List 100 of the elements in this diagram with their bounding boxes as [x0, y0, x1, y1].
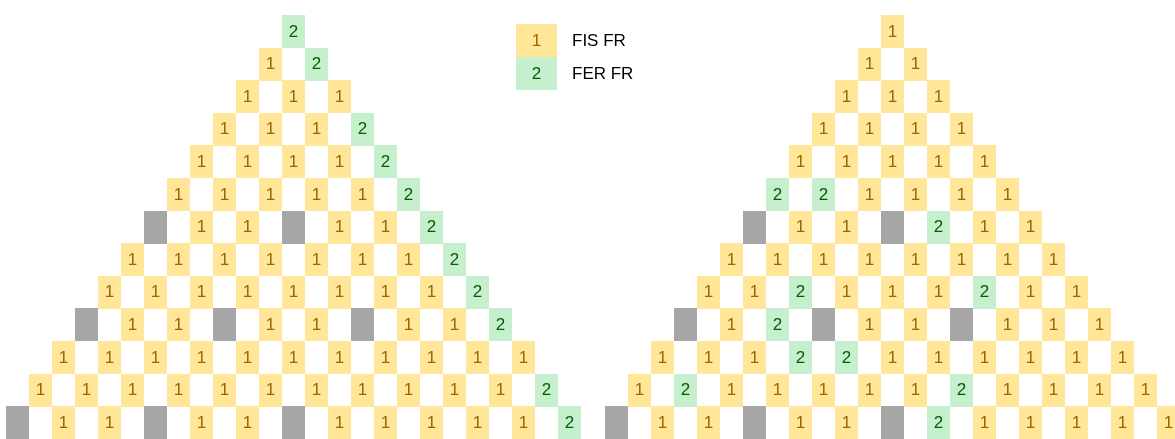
number-cell: 1: [328, 210, 351, 244]
number-cell: 1: [1042, 373, 1065, 407]
number-cell: 1: [858, 308, 881, 342]
number-cell: 1: [1088, 373, 1111, 407]
number-cell: 2: [443, 243, 466, 277]
legend-label: FER FR: [572, 63, 634, 85]
number-cell: 1: [697, 275, 720, 309]
number-cell: 1: [213, 178, 236, 211]
number-cell: 1: [651, 341, 674, 374]
number-cell: 1: [927, 275, 950, 309]
number-cell: 2: [489, 308, 512, 342]
number-cell: 1: [259, 112, 282, 146]
number-cell: 1: [1134, 373, 1157, 407]
number-cell: 1: [328, 80, 351, 114]
number-cell: 1: [98, 341, 121, 374]
number-cell: 1: [259, 47, 282, 81]
number-cell: 1: [167, 243, 190, 277]
number-cell: 1: [397, 373, 420, 407]
number-cell: 1: [628, 373, 651, 407]
number-cell: 2: [305, 47, 328, 81]
number-cell: 2: [950, 373, 973, 407]
number-cell: 1: [1157, 406, 1175, 439]
number-cell: 1: [904, 178, 927, 211]
number-cell: 1: [881, 145, 904, 179]
shaded-cell: [351, 308, 374, 342]
number-cell: 1: [282, 341, 305, 374]
number-cell: 1: [1042, 308, 1065, 342]
number-cell: 2: [927, 210, 950, 244]
number-cell: 2: [789, 341, 812, 374]
number-cell: 1: [881, 341, 904, 374]
number-cell: 1: [697, 406, 720, 439]
number-cell: 1: [305, 178, 328, 211]
number-cell: 1: [144, 275, 167, 309]
number-cell: 1: [213, 373, 236, 407]
number-cell: 1: [305, 373, 328, 407]
number-cell: 1: [420, 275, 443, 309]
number-cell: 1: [720, 243, 743, 277]
number-cell: 1: [374, 275, 397, 309]
number-cell: 1: [1111, 341, 1134, 374]
number-cell: 1: [858, 178, 881, 211]
number-cell: 1: [75, 373, 98, 407]
number-cell: 1: [512, 406, 535, 439]
number-cell: 2: [558, 406, 581, 439]
number-cell: 1: [466, 406, 489, 439]
number-cell: 2: [282, 15, 305, 48]
legend-swatch: 2: [516, 57, 557, 90]
number-cell: 1: [236, 341, 259, 374]
number-cell: 1: [328, 145, 351, 179]
number-cell: 1: [190, 406, 213, 439]
number-cell: 1: [1042, 243, 1065, 277]
number-cell: 1: [766, 243, 789, 277]
number-cell: 1: [858, 373, 881, 407]
number-cell: 2: [466, 275, 489, 309]
number-cell: 1: [835, 406, 858, 439]
number-cell: 1: [374, 341, 397, 374]
number-cell: 1: [1019, 406, 1042, 439]
number-cell: 1: [697, 341, 720, 374]
number-cell: 1: [1019, 341, 1042, 374]
shaded-cell: [144, 406, 167, 439]
number-cell: 1: [167, 178, 190, 211]
number-cell: 1: [29, 373, 52, 407]
number-cell: 1: [743, 341, 766, 374]
number-cell: 1: [328, 275, 351, 309]
number-cell: 1: [397, 243, 420, 277]
shaded-cell: [881, 406, 904, 439]
number-cell: 1: [743, 275, 766, 309]
number-cell: 1: [397, 308, 420, 342]
shaded-cell: [950, 308, 973, 342]
shaded-cell: [743, 210, 766, 244]
number-cell: 2: [835, 341, 858, 374]
number-cell: 1: [950, 178, 973, 211]
number-cell: 1: [812, 373, 835, 407]
number-cell: 1: [996, 178, 1019, 211]
number-cell: 1: [996, 308, 1019, 342]
number-cell: 2: [789, 275, 812, 309]
number-cell: 1: [489, 373, 512, 407]
number-cell: 1: [512, 341, 535, 374]
number-cell: 1: [1065, 275, 1088, 309]
number-cell: 1: [328, 406, 351, 439]
number-cell: 2: [374, 145, 397, 179]
number-cell: 1: [1065, 341, 1088, 374]
number-cell: 1: [305, 243, 328, 277]
number-cell: 1: [305, 112, 328, 146]
number-cell: 2: [973, 275, 996, 309]
number-cell: 1: [282, 145, 305, 179]
number-cell: 1: [190, 145, 213, 179]
number-cell: 1: [52, 341, 75, 374]
number-cell: 1: [904, 112, 927, 146]
number-cell: 1: [812, 112, 835, 146]
number-cell: 1: [927, 145, 950, 179]
number-cell: 1: [466, 341, 489, 374]
number-cell: 1: [167, 373, 190, 407]
number-cell: 1: [881, 15, 904, 48]
number-cell: 1: [144, 341, 167, 374]
legend-label: FIS FR: [572, 30, 626, 52]
number-cell: 1: [121, 308, 144, 342]
legend-swatch: 1: [516, 24, 557, 57]
number-cell: 1: [98, 275, 121, 309]
number-cell: 1: [328, 341, 351, 374]
number-cell: 2: [766, 308, 789, 342]
